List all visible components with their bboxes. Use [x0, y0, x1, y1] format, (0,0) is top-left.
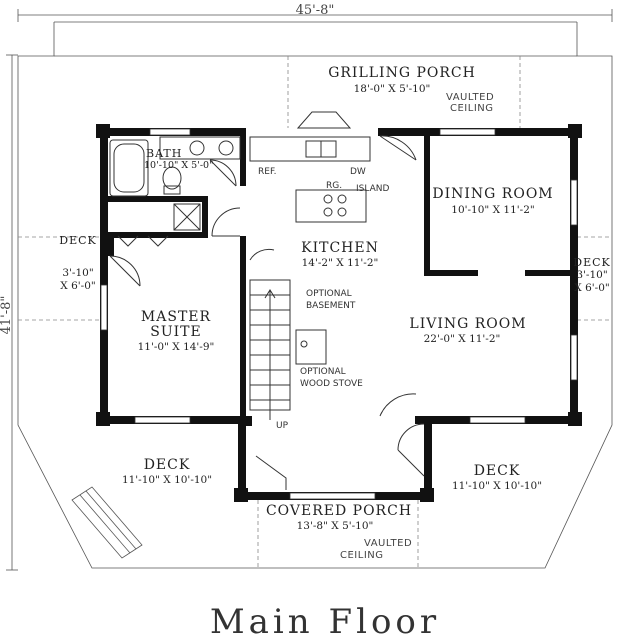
kitchen-counters	[249, 111, 417, 223]
grilling-porch-name: GRILLING PORCH	[328, 65, 476, 81]
overall-depth-label: 41'-8"	[0, 296, 14, 335]
deck-left-size-2: X 6'-0"	[60, 280, 95, 292]
up-label: UP	[276, 421, 289, 431]
living-room-name: LIVING ROOM	[409, 316, 526, 332]
interior-walls	[108, 136, 570, 426]
living-room-size: 22'-0" X 11'-2"	[424, 333, 501, 345]
doors	[109, 207, 425, 490]
master-suite-name-1: MASTER	[141, 309, 211, 325]
floor-title: Main Floor	[210, 602, 440, 640]
deck-lower-right-size: 11'-10" X 10'-10"	[452, 480, 542, 492]
deck-left-size-1: 3'-10"	[62, 267, 93, 279]
stairs	[249, 248, 291, 420]
bath-fixtures	[109, 136, 241, 197]
bath-size: 10'-10" X 5'-0"	[144, 160, 213, 171]
deck-lower-left-name: DECK	[144, 457, 191, 473]
deck-right-size-2: X 6'-0"	[574, 282, 609, 294]
overall-width-label: 45'-8"	[296, 3, 335, 18]
dining-room-size: 10'-10" X 11'-2"	[451, 204, 534, 216]
optional-wood-stove-2: WOOD STOVE	[300, 379, 363, 389]
covered-porch-size: 13'-8" X 5'-10"	[297, 520, 374, 532]
windows	[100, 128, 578, 500]
deck-left-name: DECK	[59, 234, 96, 247]
vaulted-top-2: CEILING	[450, 103, 494, 114]
vaulted-top-1: VAULTED	[446, 92, 494, 103]
kitchen-size: 14'-2" X 11'-2"	[302, 257, 379, 269]
deck-bench	[71, 486, 143, 559]
overall-width-dimension: 45'-8"	[17, 3, 613, 22]
deck-lower-right-name: DECK	[474, 463, 521, 479]
grilling-porch-size: 18'-0" X 5'-10"	[354, 83, 431, 95]
wood-stove	[295, 329, 327, 365]
master-suite-size: 11'-0" X 14'-9"	[138, 341, 215, 353]
rg-label: RG.	[326, 181, 342, 191]
dining-room-name: DINING ROOM	[432, 186, 553, 202]
optional-wood-stove-1: OPTIONAL	[300, 367, 346, 377]
vaulted-bottom-2: CEILING	[340, 550, 384, 561]
overall-depth-dimension: 41'-8"	[0, 54, 18, 571]
covered-porch-name: COVERED PORCH	[266, 503, 412, 519]
vaulted-bottom-1: VAULTED	[364, 538, 412, 549]
optional-basement-1: OPTIONAL	[306, 289, 352, 299]
deck-right-size-1: 3'-10"	[576, 269, 607, 281]
kitchen-name: KITCHEN	[301, 240, 379, 256]
master-suite-name-2: SUITE	[150, 324, 201, 340]
optional-basement-2: BASEMENT	[306, 301, 356, 311]
deck-lower-left-size: 11'-10" X 10'-10"	[122, 474, 212, 486]
dw-label: DW	[350, 167, 366, 177]
deck-right-name: DECK	[573, 256, 610, 269]
ref-label: REF.	[258, 167, 277, 177]
bath-name: BATH	[146, 147, 182, 160]
island-label: ISLAND	[356, 184, 389, 194]
closet	[117, 203, 201, 247]
